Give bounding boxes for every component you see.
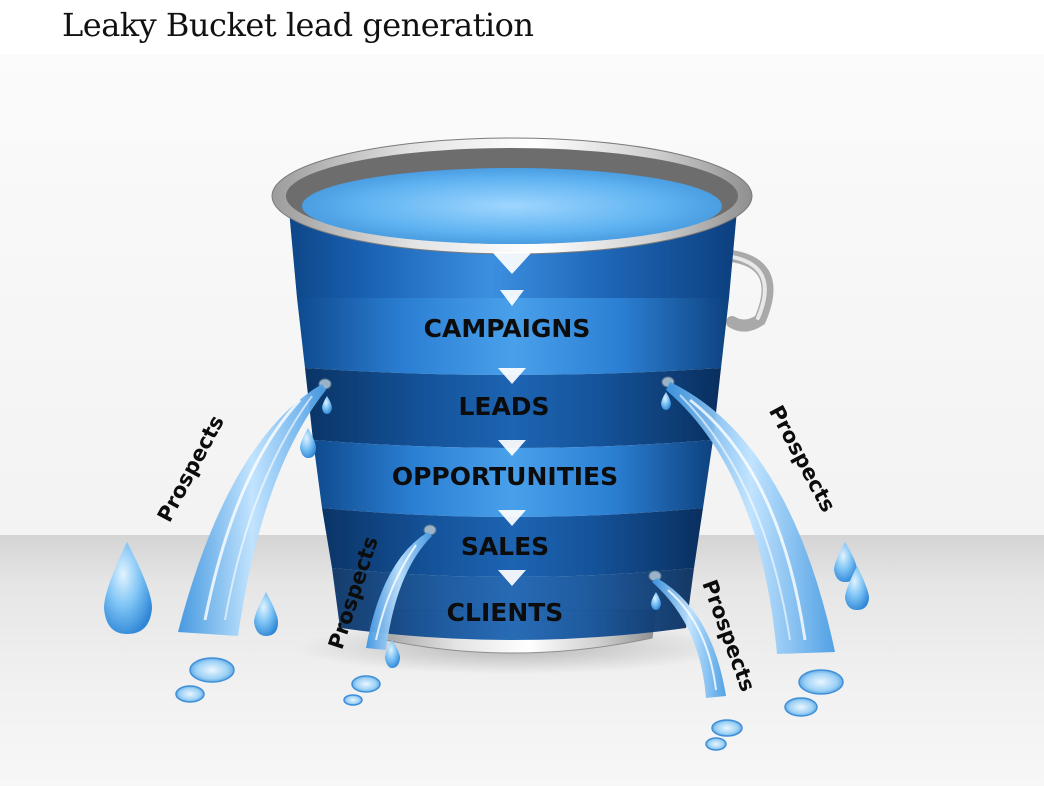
bucket-rim xyxy=(271,137,753,255)
puddles xyxy=(175,657,844,751)
title-bar: Leaky Bucket lead generation xyxy=(0,0,1044,54)
band-3 xyxy=(305,368,721,448)
drop-small-stream-left xyxy=(385,640,400,668)
band-4 xyxy=(313,440,713,517)
flow-arrows xyxy=(492,252,532,586)
drop-left-small xyxy=(254,592,278,636)
small-left-stream xyxy=(366,532,432,650)
drop-right-a xyxy=(834,542,857,582)
band-5 xyxy=(322,508,703,577)
page-title: Leaky Bucket lead generation xyxy=(62,6,534,44)
stage-label-leads: LEADS xyxy=(458,392,549,421)
stage-labels: CAMPAIGNS LEADS OPPORTUNITIES SALES CLIE… xyxy=(392,314,618,627)
small-right-stream xyxy=(652,578,726,698)
left-stream xyxy=(178,384,326,636)
drop-right-b xyxy=(845,566,869,610)
stage-label-clients: CLIENTS xyxy=(447,598,564,627)
stage-label-opportunities: OPPORTUNITIES xyxy=(392,462,618,491)
right-stream xyxy=(666,382,835,654)
drop-small-stream-right xyxy=(651,592,661,610)
prospects-label-left: Prospects xyxy=(153,411,229,526)
drop-large-left xyxy=(104,542,152,634)
drop-left-mid xyxy=(300,428,316,458)
band-6 xyxy=(332,568,694,640)
water-drops xyxy=(104,392,869,668)
drop-hole-right xyxy=(661,392,671,410)
drop-hole-left xyxy=(322,396,332,414)
band-2 xyxy=(297,298,729,375)
stage-label-sales: SALES xyxy=(461,532,549,561)
stage-label-campaigns: CAMPAIGNS xyxy=(424,314,591,343)
